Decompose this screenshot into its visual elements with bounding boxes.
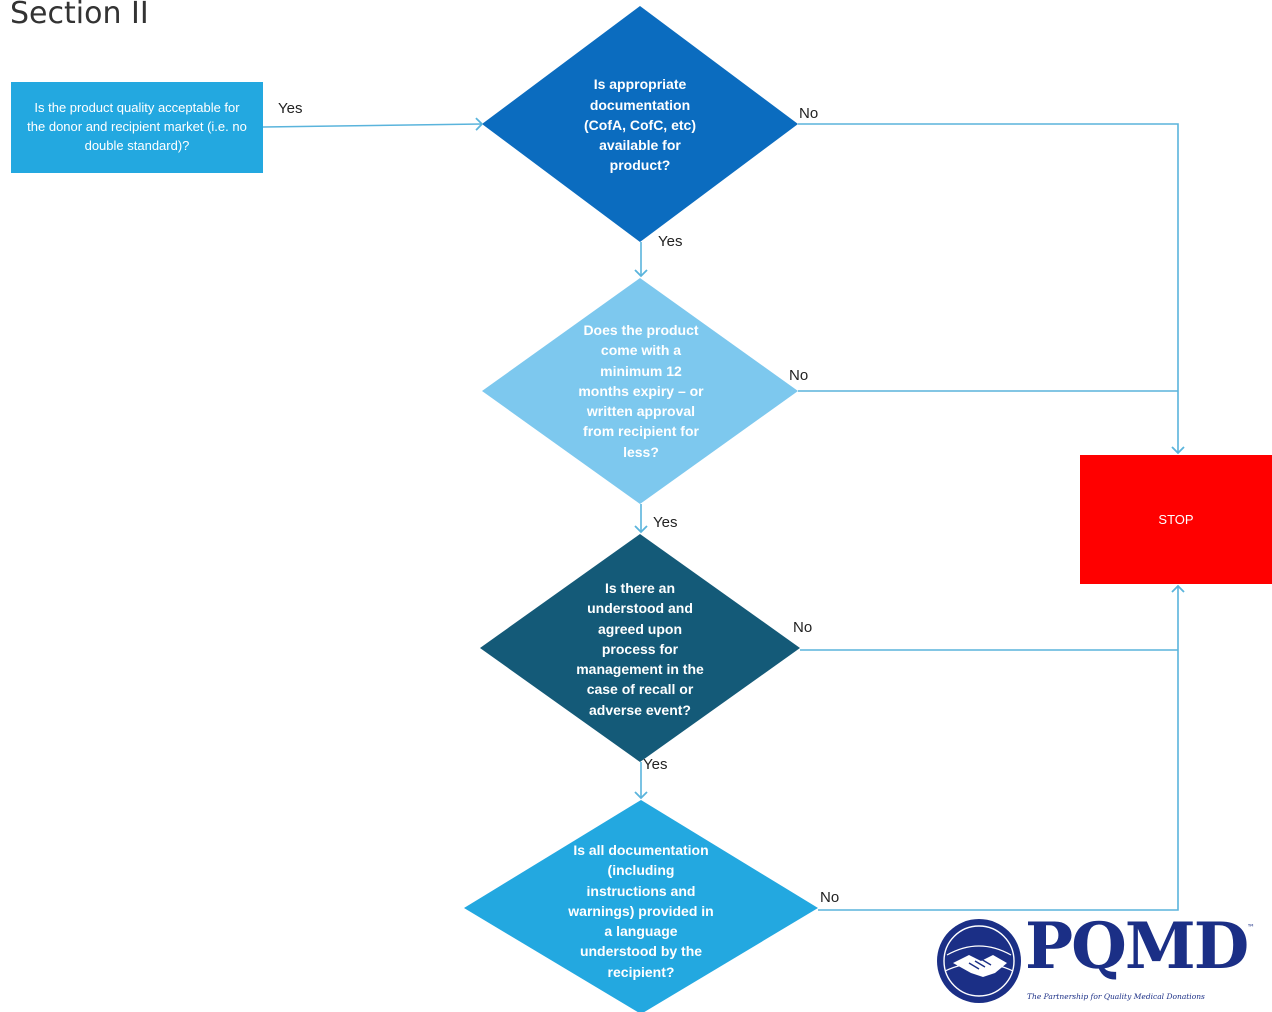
edge-label-documentation-no: No xyxy=(799,105,819,122)
connector-language-no xyxy=(818,584,1185,911)
edge-label-documentation-yes: Yes xyxy=(658,233,683,250)
documentation-diamond xyxy=(482,6,798,242)
recall-process-diamond xyxy=(480,534,800,762)
pqmd-tagline: The Partnership for Quality Medical Dona… xyxy=(1027,992,1205,1001)
product-quality-text: Is the product quality acceptable for th… xyxy=(27,100,247,153)
expiry-question-text: Does the product come with a minimum 12 … xyxy=(578,321,704,460)
connector-quality-to-documentation xyxy=(262,117,484,131)
language-question: Is all documentation (including instruct… xyxy=(566,838,716,984)
documentation-question: Is appropriate documentation (CofA, CofC… xyxy=(568,70,712,180)
edge-label-quality-yes: Yes xyxy=(278,100,303,117)
expiry-diamond xyxy=(482,278,798,504)
stop-label: STOP xyxy=(1158,512,1194,527)
recall-process-question-text: Is there an understood and agreed upon p… xyxy=(576,579,704,718)
edge-label-recall-no: No xyxy=(793,619,813,636)
expiry-question: Does the product come with a minimum 12 … xyxy=(574,318,708,464)
trademark-symbol: ™ xyxy=(1247,923,1255,932)
pqmd-wordmark: PQMD xyxy=(1025,909,1249,984)
edge-label-expiry-yes: Yes xyxy=(653,514,678,531)
handshake-globe-icon xyxy=(937,919,1021,1003)
edge-label-expiry-no: No xyxy=(789,367,809,384)
connector-documentation-no xyxy=(798,123,1185,455)
edge-label-language-no: No xyxy=(820,889,840,906)
stop-box: STOP xyxy=(1080,455,1272,584)
documentation-question-text: Is appropriate documentation (CofA, CofC… xyxy=(584,76,696,174)
section-title: Section II xyxy=(10,0,149,31)
edge-label-recall-yes: Yes xyxy=(643,756,668,773)
product-quality-box: Is the product quality acceptable for th… xyxy=(11,82,263,173)
pqmd-logo: PQMD ™ The Partnership for Quality Medic… xyxy=(935,909,1265,1007)
language-diamond xyxy=(464,800,818,1012)
language-question-text: Is all documentation (including instruct… xyxy=(568,841,714,980)
recall-process-question: Is there an understood and agreed upon p… xyxy=(572,576,708,722)
